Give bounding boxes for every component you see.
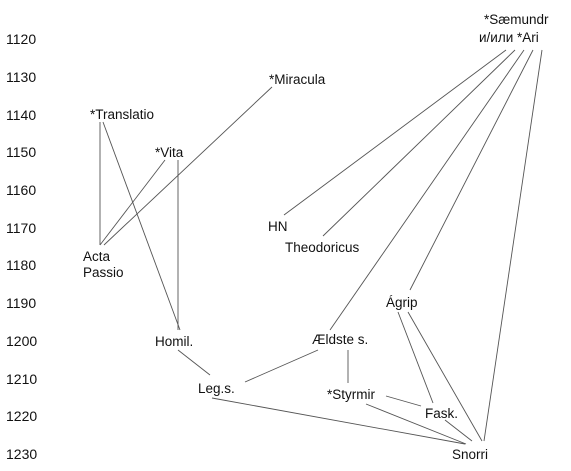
edge-miracula-acta [103, 86, 273, 246]
edge-aeldste-legs [244, 349, 319, 383]
node-homil: Homil. [155, 334, 193, 349]
edge-agrip-fask [397, 311, 434, 404]
year-label-1140: 1140 [6, 107, 36, 123]
node-snorri: Snorri [452, 447, 488, 462]
edge-styrmir-fask [385, 395, 422, 407]
year-label-1220: 1220 [6, 408, 37, 424]
edge-saemundr-snorri [483, 49, 543, 442]
node-acta: Acta [83, 249, 111, 264]
edge-saemundr-agrip [409, 49, 534, 291]
year-label-1210: 1210 [6, 371, 37, 387]
edge-legs-snorri [211, 397, 466, 445]
edge-homil-legs [177, 349, 211, 376]
node-vita: *Vita [155, 145, 184, 160]
node-translatio: *Translatio [90, 107, 154, 122]
year-axis: 1120 1130 1140 1150 1160 1170 1180 1190 … [6, 31, 37, 462]
node-saemundr: *Sæmundr [484, 12, 549, 27]
node-theodoricus: Theodoricus [285, 240, 360, 255]
node-ari: и/или *Ari [479, 30, 539, 45]
node-hn: HN [268, 219, 288, 234]
stemma-nodes: *Sæmundr и/или *Ari *Miracula *Translati… [83, 12, 549, 462]
edge-saemundr-aeldste [329, 49, 525, 331]
year-label-1170: 1170 [6, 220, 36, 236]
edge-saemundr-hn [283, 49, 507, 216]
node-legs: Leg.s. [198, 381, 235, 396]
year-label-1200: 1200 [6, 333, 37, 349]
node-styrmir: *Styrmir [327, 387, 375, 402]
year-label-1190: 1190 [6, 295, 36, 311]
node-aeldste: Ældste s. [312, 332, 368, 347]
year-label-1150: 1150 [6, 144, 36, 160]
node-miracula: *Miracula [269, 72, 326, 87]
node-passio: Passio [83, 265, 124, 280]
edge-agrip-snorri [407, 311, 483, 442]
year-label-1120: 1120 [6, 31, 36, 47]
year-label-1180: 1180 [6, 257, 36, 273]
edge-saemundr-theodoricus [322, 49, 516, 237]
year-label-1130: 1130 [6, 69, 36, 85]
stemma-edges [99, 49, 543, 445]
edge-translatio-homil [102, 121, 181, 331]
node-fask: Fask. [425, 406, 458, 421]
year-label-1160: 1160 [6, 182, 36, 198]
edge-fask-snorri [444, 419, 473, 442]
year-label-1230: 1230 [6, 446, 37, 462]
edge-styrmir-snorri [365, 403, 467, 445]
edge-vita-acta [99, 159, 166, 246]
node-agrip: Ágrip [386, 295, 418, 310]
